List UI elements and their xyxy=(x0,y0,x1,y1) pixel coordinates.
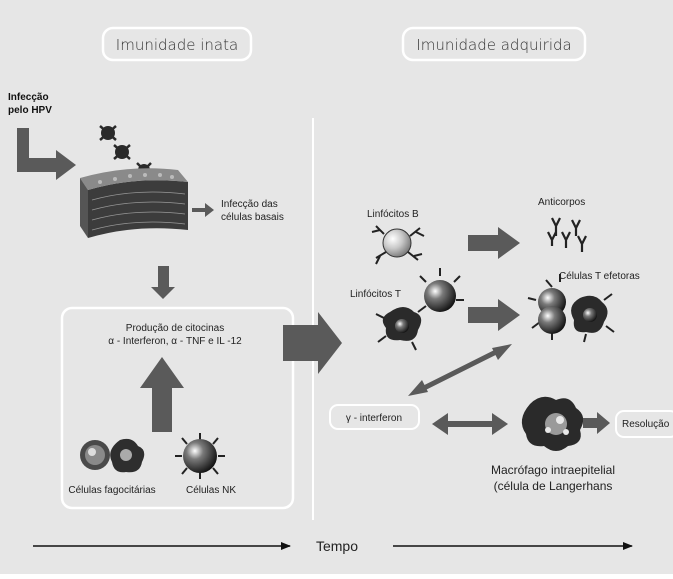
innate-to-acquired-arrow xyxy=(283,312,342,374)
nk-cell-icon xyxy=(175,433,225,479)
phagocytic-cell-icon xyxy=(80,438,145,473)
macrophage-label-line1: Macrófago intraepitelial xyxy=(491,463,615,477)
resolution-box xyxy=(615,410,673,438)
antibodies-icon xyxy=(547,217,587,252)
basal-cells-label-line1: Infecção das xyxy=(221,199,278,210)
b-lymphocyte-icon xyxy=(371,225,425,265)
t-cells-label: Linfócitos T xyxy=(350,289,401,300)
cytokine-label-line1: Produção de citocinas xyxy=(126,323,224,334)
resolution-arrow xyxy=(583,412,610,434)
gamma-interferon-label: γ - interferon xyxy=(346,413,402,424)
antibodies-label: Anticorpos xyxy=(538,197,585,208)
innate-immunity-header: Imunidade inata xyxy=(101,26,253,62)
phagocytes-label: Células fagocitárias xyxy=(68,485,155,496)
svg-text:Imunidade inata: Imunidade inata xyxy=(116,36,238,54)
cytokine-production-box xyxy=(60,306,295,510)
acquired-immunity-header: Imunidade adquirida xyxy=(401,26,587,62)
down-arrow xyxy=(151,266,175,299)
infection-label-line2: pelo HPV xyxy=(8,105,52,116)
resolution-label: Resolução xyxy=(622,419,670,430)
macrophage-icon xyxy=(521,396,584,451)
t-to-effector-arrow xyxy=(468,299,520,331)
nk-cells-label: Células NK xyxy=(186,485,236,496)
up-arrow xyxy=(140,357,184,432)
basal-cells-arrow xyxy=(192,203,214,217)
infection-label-line1: Infecção xyxy=(8,92,49,103)
effector-cells-label: Células T efetoras xyxy=(559,271,640,282)
macrophage-label-line2: (célula de Langerhans xyxy=(494,479,613,493)
effector-t-cells-icon xyxy=(527,274,615,343)
b-to-antibodies-arrow xyxy=(468,227,520,259)
gamma-interferon-box xyxy=(329,404,420,430)
cytokine-label-line2: α - Interferon, α - TNF e IL -12 xyxy=(108,336,242,347)
b-cells-label: Linfócitos B xyxy=(367,209,419,220)
time-label: Tempo xyxy=(316,538,358,554)
basal-cells-label-line2: células basais xyxy=(221,212,284,223)
epithelium-tissue-icon xyxy=(80,168,188,238)
interferon-diagonal-double-arrow xyxy=(408,344,512,396)
infection-l-arrow xyxy=(17,128,76,180)
t-lymphocyte-icon xyxy=(375,268,464,351)
interferon-macrophage-double-arrow xyxy=(432,413,508,435)
svg-text:Imunidade adquirida: Imunidade adquirida xyxy=(416,36,571,54)
